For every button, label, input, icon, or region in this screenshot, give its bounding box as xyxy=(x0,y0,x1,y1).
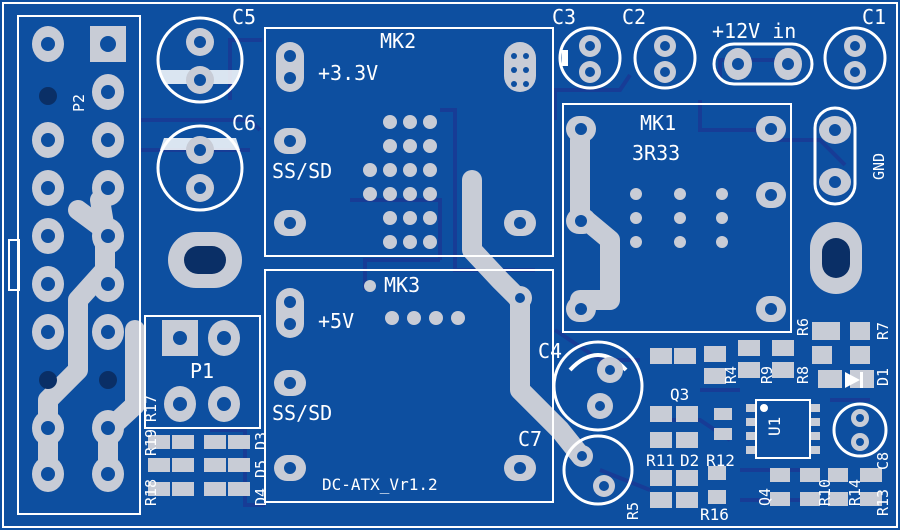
label-d3: D3 xyxy=(252,432,270,450)
connector-gnd xyxy=(813,106,857,206)
label-r5: R5 xyxy=(624,502,642,520)
label-mk2-ss: SS/SD xyxy=(272,159,332,183)
label-board-name: DC-ATX_Vr1.2 xyxy=(322,475,438,494)
label-gnd: GND xyxy=(870,153,888,180)
label-c4: C4 xyxy=(538,339,562,363)
smd-cluster-right xyxy=(650,322,882,508)
label-r8: R8 xyxy=(794,366,812,384)
label-r12: R12 xyxy=(706,451,735,470)
label-d1: D1 xyxy=(874,368,892,386)
label-c3: C3 xyxy=(552,5,576,29)
label-c5: C5 xyxy=(232,5,256,29)
ic-u1-outline xyxy=(755,399,811,459)
label-p1: P1 xyxy=(190,359,214,383)
label-r14: R14 xyxy=(846,479,864,506)
label-p2: P2 xyxy=(70,94,88,112)
p2-header xyxy=(8,15,141,515)
label-r13: R13 xyxy=(874,489,892,516)
label-mk3: MK3 xyxy=(384,273,420,297)
label-d5: D5 xyxy=(252,460,270,478)
label-c2: C2 xyxy=(622,5,646,29)
mount-pad-left xyxy=(168,232,242,288)
module-mk1 xyxy=(562,103,792,333)
capacitor-c1 xyxy=(823,26,887,90)
capacitor-c3 xyxy=(558,26,622,90)
diode-d1-symbol xyxy=(845,372,863,388)
mount-pad-right xyxy=(810,222,862,294)
label-r9: R9 xyxy=(758,366,776,384)
label-mk3-voltage: +5V xyxy=(318,309,354,333)
capacitor-c2 xyxy=(633,26,697,90)
label-q4: Q4 xyxy=(756,488,774,506)
label-d4: D4 xyxy=(252,488,270,506)
label-mk3-ss: SS/SD xyxy=(272,401,332,425)
label-mk1-voltage: 3R33 xyxy=(632,141,680,165)
label-r6: R6 xyxy=(794,318,812,336)
capacitor-c5 xyxy=(156,16,244,104)
label-r19: R19 xyxy=(142,429,160,456)
label-c1: C1 xyxy=(862,5,886,29)
label-r7: R7 xyxy=(874,322,892,340)
label-mk2: MK2 xyxy=(380,29,416,53)
connector-12v-in xyxy=(712,42,814,86)
module-mk2 xyxy=(264,27,554,257)
label-d2: D2 xyxy=(680,451,699,470)
label-r10: R10 xyxy=(816,479,834,506)
mk2-vias xyxy=(363,115,437,249)
label-c7: C7 xyxy=(518,427,542,451)
label-r18: R18 xyxy=(142,479,160,506)
label-r17: R17 xyxy=(142,395,160,422)
capacitor-c4 xyxy=(552,340,644,432)
label-r4: R4 xyxy=(722,366,740,384)
capacitor-c6 xyxy=(156,124,244,212)
smd-group-left xyxy=(148,435,250,496)
p1-connector xyxy=(144,315,261,429)
capacitor-c7 xyxy=(562,434,634,506)
capacitor-c8 xyxy=(832,402,888,458)
label-q3: Q3 xyxy=(670,385,689,404)
label-mk2-voltage: +3.3V xyxy=(318,61,378,85)
label-r11: R11 xyxy=(646,451,675,470)
label-c8: C8 xyxy=(874,452,892,470)
label-c6: C6 xyxy=(232,111,256,135)
label-12v-in: +12V in xyxy=(712,19,796,43)
label-u1: U1 xyxy=(765,417,784,436)
label-r16: R16 xyxy=(700,505,729,524)
label-mk1: MK1 xyxy=(640,111,676,135)
